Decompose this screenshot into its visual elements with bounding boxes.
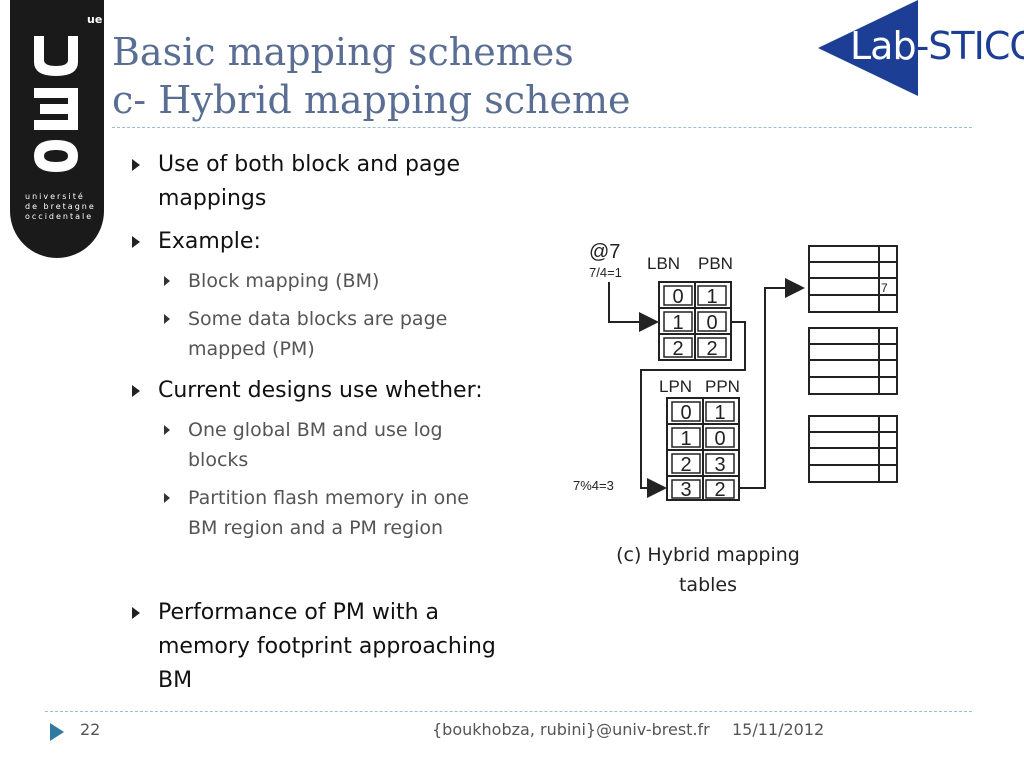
ubo-logo: ue université de bretagne occidentale <box>10 0 104 258</box>
footer-date: 15/11/2012 <box>732 720 825 739</box>
ubo-caption: université de bretagne occidentale <box>25 192 105 222</box>
bullet-arrow-icon <box>132 236 140 248</box>
subbullet-text: Some data blocks are page <box>188 308 448 330</box>
request-label: @7 <box>589 241 620 263</box>
subbullet-text: Block mapping (BM) <box>188 270 380 292</box>
footer-authors: {boukhobza, rubini}@univ-brest.fr <box>432 720 710 739</box>
slide-title-line: c- Hybrid mapping scheme <box>112 78 631 122</box>
bullet-text: Example: <box>158 229 261 254</box>
title-divider <box>112 127 972 128</box>
block-table-header: PBN <box>698 254 733 273</box>
division-label: 7/4=1 <box>589 265 622 280</box>
subbullet-text: BM region and a PM region <box>188 517 444 539</box>
diagram-caption: (c) Hybrid mapping tables <box>598 540 818 600</box>
page-table-cell: 0 <box>714 428 725 450</box>
hybrid-mapping-diagram: @7 7/4=1 LBN PBN 0 1 1 0 2 2 LPN PPN <box>573 241 898 501</box>
ubo-caption-line: occidentale <box>25 212 94 221</box>
bullet-arrow-icon <box>132 607 140 619</box>
block-table-cell: 1 <box>672 312 683 334</box>
page-table-header: PPN <box>705 377 740 396</box>
ubo-ue-mark: ue <box>87 13 103 26</box>
ubo-caption-line: de bretagne <box>25 202 96 211</box>
page-number: 22 <box>80 720 101 739</box>
physical-page-value: 7 <box>881 281 888 295</box>
block-table-cell: 0 <box>706 312 717 334</box>
footer-divider <box>45 711 972 712</box>
bullet-text: Performance of PM with a <box>158 600 439 625</box>
subbullet-arrow-icon <box>164 493 170 503</box>
slide-title: Basic mapping schemes c- Hybrid mapping … <box>112 28 631 124</box>
block-table-cell: 2 <box>672 338 683 360</box>
page-table-cell: 3 <box>680 479 691 501</box>
footer-arrow-icon <box>50 723 64 741</box>
bullet-item: Current designs use whether: <box>158 374 528 408</box>
modulo-label: 7%4=3 <box>573 478 614 493</box>
block-table-header: LBN <box>647 254 680 273</box>
block-table-cell: 2 <box>706 338 717 360</box>
diagram-caption-line: tables <box>678 574 738 596</box>
bullet-arrow-icon <box>132 385 140 397</box>
bullet-item: Example: <box>158 225 528 259</box>
lab-logo-part2: -STICC <box>915 24 1024 68</box>
ubo-caption-line: université <box>25 192 85 201</box>
subbullet-arrow-icon <box>164 425 170 435</box>
bullet-text: Current designs use whether: <box>158 378 483 403</box>
bullet-text: Use of both block and page <box>158 152 460 177</box>
bullet-arrow-icon <box>132 159 140 171</box>
lab-sticc-logo-shape <box>818 0 918 96</box>
block-table-cell: 1 <box>706 286 717 308</box>
page-table-cell: 3 <box>714 454 725 476</box>
block-table-cell: 0 <box>672 286 683 308</box>
subbullet-item: One global BM and use log blocks <box>188 415 508 475</box>
bullet-text: BM <box>158 668 193 693</box>
bullet-text: memory footprint approaching <box>158 634 496 659</box>
diagram-caption-line: (c) Hybrid mapping <box>616 544 800 566</box>
subbullet-item: Block mapping (BM) <box>188 266 508 296</box>
bullet-text: mappings <box>158 186 267 211</box>
subbullet-text: blocks <box>188 449 249 471</box>
page-table-cell: 2 <box>714 479 725 501</box>
page-table-cell: 0 <box>680 402 691 424</box>
subbullet-item: Partition flash memory in one BM region … <box>188 483 508 543</box>
page-table-cell: 2 <box>680 454 691 476</box>
page-table-cell: 1 <box>680 428 691 450</box>
bullet-item: Use of both block and page mappings <box>158 148 528 216</box>
ubo-letters-graphic <box>34 36 78 172</box>
physical-blocks <box>808 245 898 483</box>
subbullet-text: One global BM and use log <box>188 419 443 441</box>
subbullet-text: Partition flash memory in one <box>188 487 469 509</box>
subbullet-arrow-icon <box>164 276 170 286</box>
subbullet-text: mapped (PM) <box>188 338 315 360</box>
page-table-header: LPN <box>659 377 692 396</box>
lab-logo-part1: Lab <box>850 24 917 68</box>
subbullet-arrow-icon <box>164 314 170 324</box>
slide-title-line: Basic mapping schemes <box>112 30 574 74</box>
subbullet-item: Some data blocks are page mapped (PM) <box>188 304 508 364</box>
lab-sticc-logo-text: Lab-STICC <box>850 24 1024 68</box>
page-table-cell: 1 <box>714 402 725 424</box>
bullet-item: Performance of PM with a memory footprin… <box>158 596 528 698</box>
